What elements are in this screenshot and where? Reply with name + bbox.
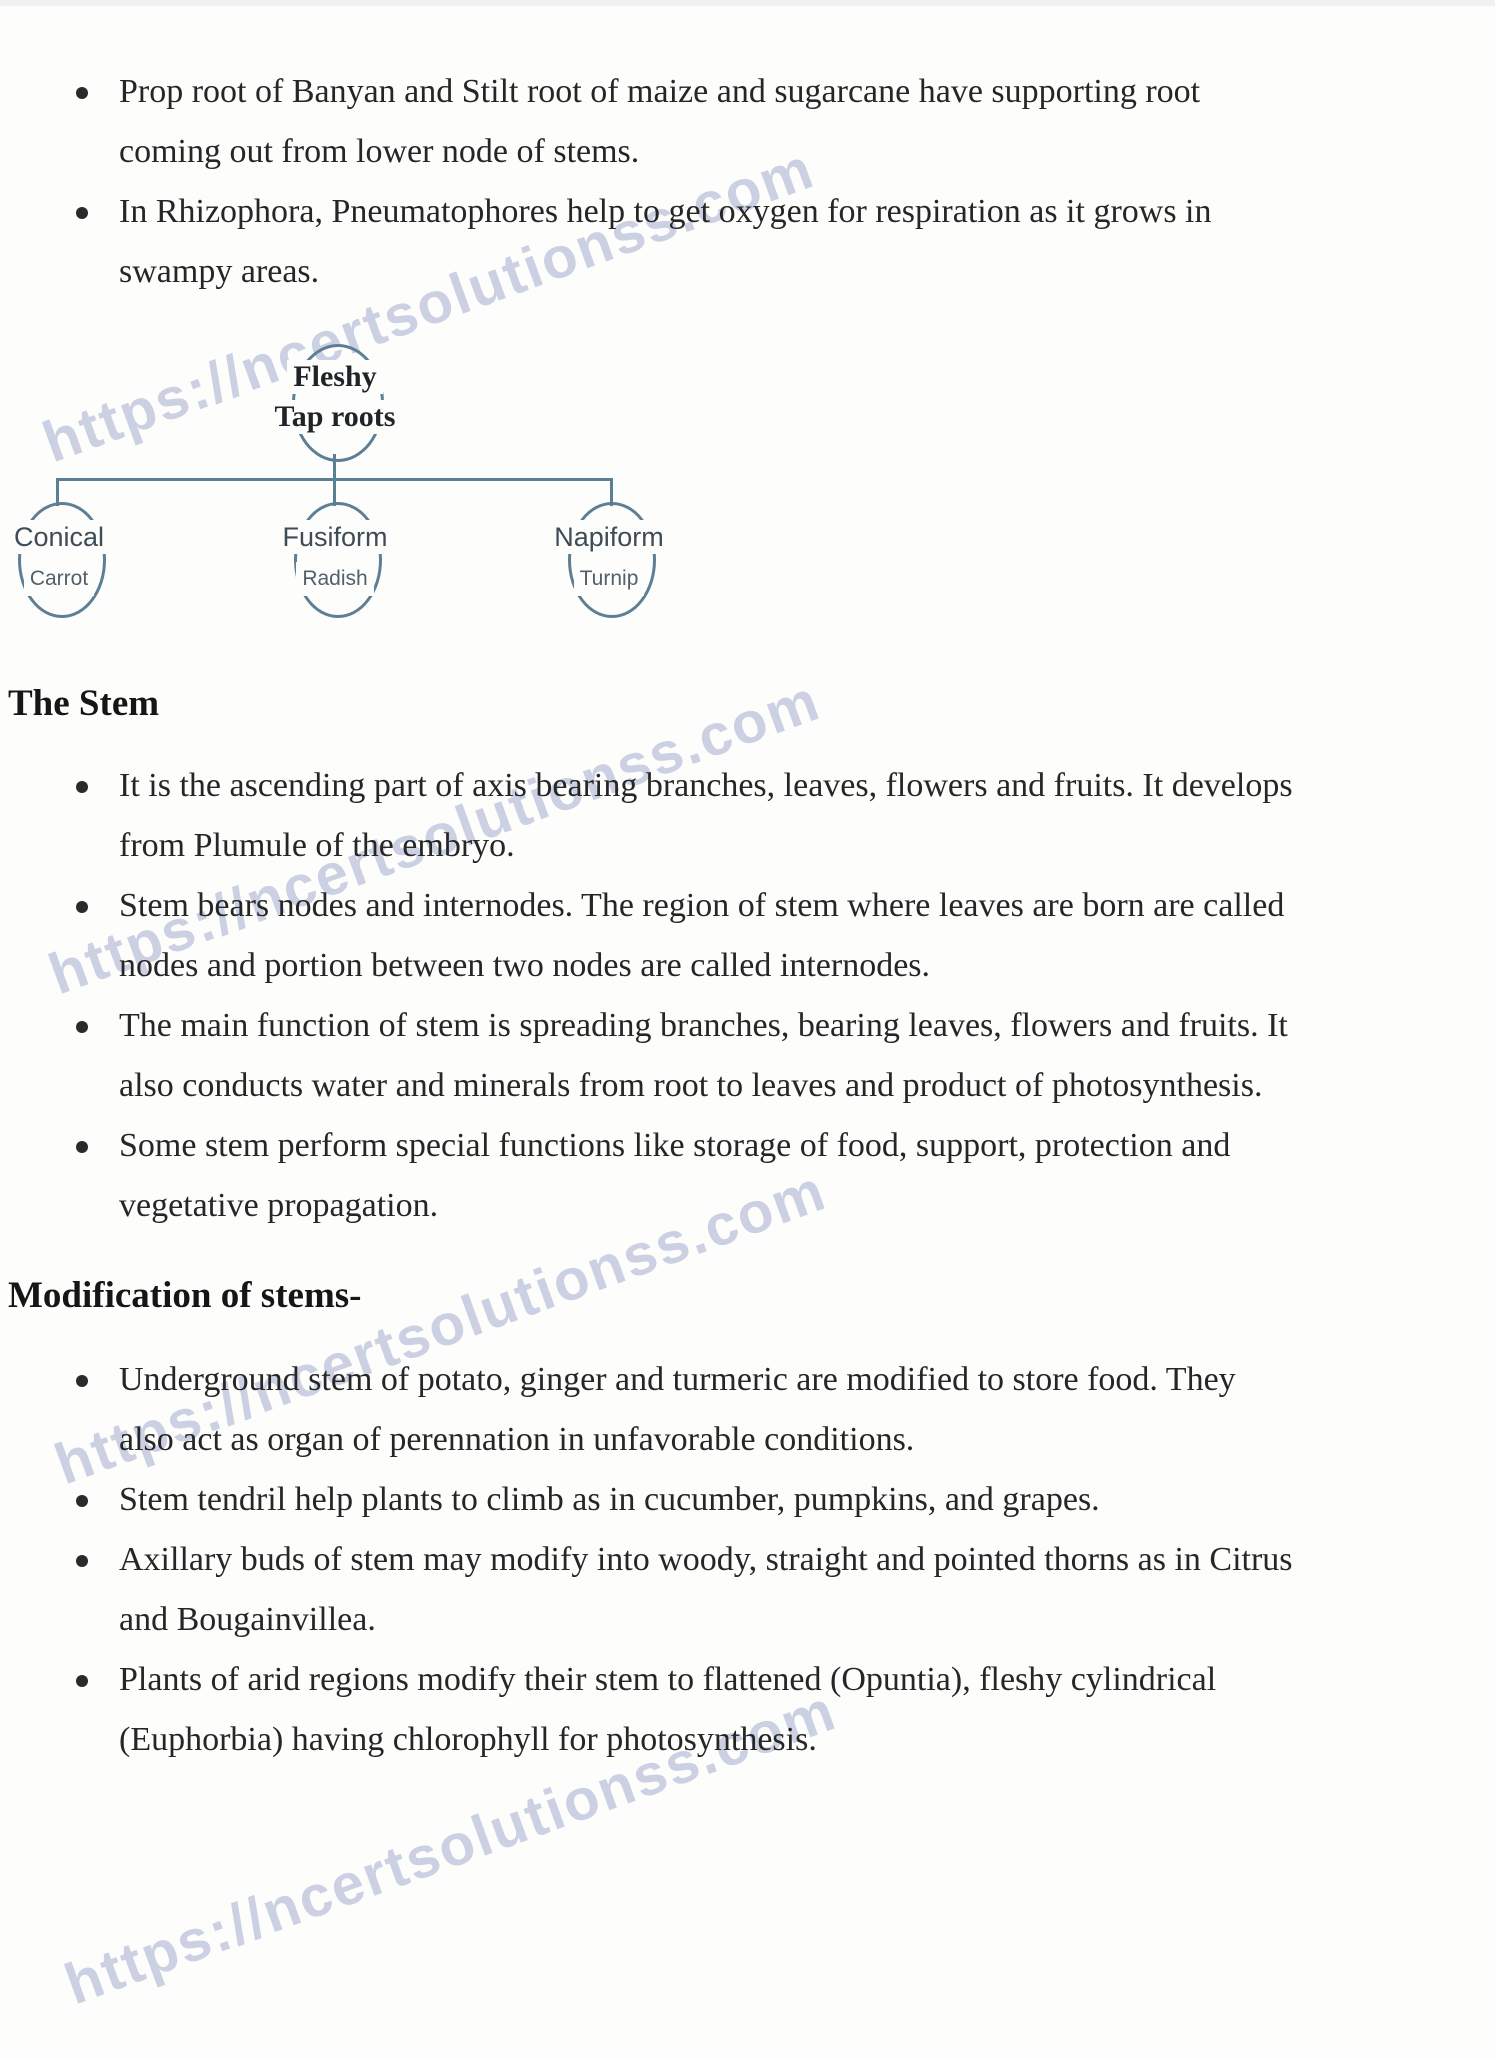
bullet-item: Some stem perform special functions like… (0, 1116, 1455, 1236)
connector-drop-line (56, 480, 59, 506)
bullet-text: Stem tendril help plants to climb as in … (119, 1481, 1100, 1518)
bullet-marker (76, 207, 88, 219)
child-node-oval-napiform (568, 502, 656, 618)
connector-stem-line (333, 454, 336, 480)
bullet-text: The main function of stem is spreading b… (119, 1007, 1288, 1104)
child-type-label: Napiform (489, 520, 729, 554)
child-type-label: Fusiform (215, 520, 455, 554)
taproot-diagram: Fleshy Tap roots Conical Fusiform Napifo… (0, 340, 780, 630)
child-node-oval-conical (18, 502, 106, 618)
child-example-label: Radish (215, 562, 455, 596)
bullet-item: Plants of arid regions modify their stem… (0, 1650, 1455, 1770)
stem-bullet-list: It is the ascending part of axis bearing… (0, 756, 1455, 1236)
connector-drop-line (610, 480, 613, 506)
bullet-marker (76, 1375, 88, 1387)
bullet-marker (76, 1675, 88, 1687)
section-heading-modification: Modification of stems- (8, 1275, 362, 1316)
bullet-text: Prop root of Banyan and Stilt root of ma… (119, 73, 1201, 170)
intro-bullet-list: Prop root of Banyan and Stilt root of ma… (0, 62, 1455, 302)
bullet-marker (76, 1495, 88, 1507)
bullet-item: Underground stem of potato, ginger and t… (0, 1350, 1455, 1470)
bullet-marker (76, 901, 88, 913)
child-example-label: Turnip (489, 562, 729, 596)
bullet-item: Axillary buds of stem may modify into wo… (0, 1530, 1455, 1650)
connector-drop-line (333, 480, 336, 506)
root-node-label-line1: Fleshy (215, 360, 455, 394)
child-type-label: Conical (0, 520, 179, 554)
bullet-text: Plants of arid regions modify their stem… (119, 1661, 1217, 1758)
bullet-item: It is the ascending part of axis bearing… (0, 756, 1455, 876)
root-node-label-line2: Tap roots (215, 400, 455, 434)
child-example-label: Carrot (0, 562, 179, 596)
bullet-item: Stem bears nodes and internodes. The reg… (0, 876, 1455, 996)
section-heading-the-stem: The Stem (8, 683, 160, 724)
bullet-item: The main function of stem is spreading b… (0, 996, 1455, 1116)
child-node-oval-fusiform (294, 502, 382, 618)
bullet-text: Some stem perform special functions like… (119, 1127, 1231, 1224)
bullet-marker (76, 1555, 88, 1567)
bullet-text: Stem bears nodes and internodes. The reg… (119, 887, 1285, 984)
bullet-item: Prop root of Banyan and Stilt root of ma… (0, 62, 1455, 182)
bullet-item: In Rhizophora, Pneumatophores help to ge… (0, 182, 1455, 302)
bullet-text: It is the ascending part of axis bearing… (119, 767, 1293, 864)
page-top-edge-strip (0, 0, 1495, 6)
bullet-marker (76, 87, 88, 99)
bullet-marker (76, 1021, 88, 1033)
bullet-text: Underground stem of potato, ginger and t… (119, 1361, 1236, 1458)
bullet-marker (76, 781, 88, 793)
bullet-text: Axillary buds of stem may modify into wo… (119, 1541, 1293, 1638)
bullet-item: Stem tendril help plants to climb as in … (0, 1470, 1455, 1530)
modification-bullet-list: Underground stem of potato, ginger and t… (0, 1350, 1455, 1770)
bullet-marker (76, 1141, 88, 1153)
connector-horizontal-line (56, 478, 613, 481)
bullet-text: In Rhizophora, Pneumatophores help to ge… (119, 193, 1212, 290)
